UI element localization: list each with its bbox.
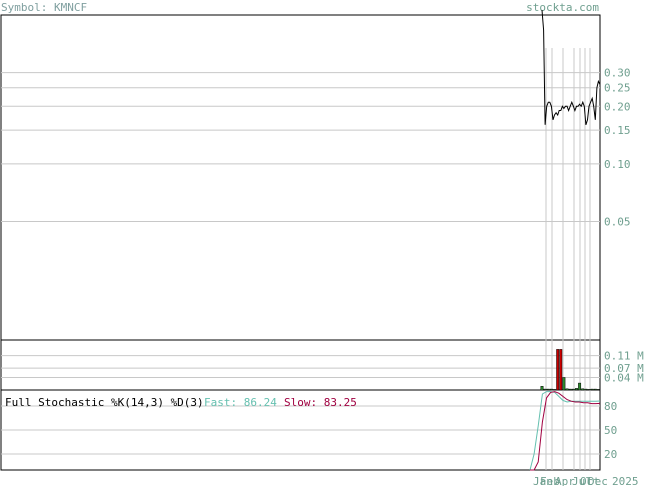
stochastic-slow-line (530, 391, 601, 471)
volume-y-ticks: 0.11 M0.07 M0.04 M (604, 350, 644, 385)
x-axis-label: 2025 (612, 475, 639, 486)
volume-bar (575, 388, 578, 391)
x-axis-label: Jul (572, 475, 592, 486)
volume-bar (568, 388, 572, 391)
stochastic-tick-label: 50 (604, 424, 617, 437)
volume-bar (571, 388, 575, 391)
x-axis-label: Jan (533, 475, 553, 486)
x-axis-label: Oct (580, 475, 600, 486)
price-series (541, 9, 601, 125)
volume-grid (1, 355, 600, 378)
volume-tick-label: 0.11 M (604, 350, 644, 363)
stochastic-fast-line (529, 391, 601, 471)
price-y-ticks: 0.30 0.25 0.20 0.15 0.10 0.05 (604, 67, 631, 229)
vertical-grid (545, 48, 591, 470)
price-tick-label: 0.15 (604, 124, 631, 137)
stochastic-fast-label: Fast: 86.24 (204, 396, 277, 409)
price-line (541, 9, 601, 125)
stochastic-lines (529, 391, 601, 471)
volume-panel (0, 339, 601, 391)
price-tick-label: 0.10 (604, 158, 631, 171)
volume-bar (562, 377, 566, 391)
stochastic-slow-label: Slow: 83.25 (284, 396, 357, 409)
volume-bar (584, 388, 588, 391)
volume-bar (546, 388, 550, 391)
price-grid (1, 72, 600, 222)
volume-bar (593, 388, 597, 391)
x-axis-label: Apr (555, 475, 575, 486)
volume-tick-label: 0.07 M (604, 362, 644, 375)
volume-bar (556, 349, 560, 391)
volume-bar (543, 388, 547, 391)
stochastic-grid (1, 405, 600, 455)
price-tick-label: 0.25 (604, 82, 631, 95)
price-tick-label: 0.05 (604, 215, 631, 228)
price-panel (0, 14, 601, 341)
site-label: stockta.com (526, 1, 599, 14)
volume-bar (553, 389, 556, 391)
stochastic-title: Full Stochastic %K(14,3) %D(3) (5, 396, 204, 409)
symbol-label: Symbol: KMNCF (1, 1, 87, 14)
stochastic-tick-label: 80 (604, 400, 617, 413)
volume-bar (549, 388, 553, 391)
x-axis-label: Dec (588, 475, 608, 486)
volume-bars (540, 349, 600, 391)
volume-bar (578, 382, 582, 391)
stochastic-tick-label: 20 (604, 448, 617, 461)
volume-bar (590, 388, 594, 391)
volume-bar (540, 386, 544, 391)
x-axis-label: Feb (540, 475, 560, 486)
volume-bar (565, 388, 569, 391)
volume-bar (596, 389, 600, 391)
price-tick-label: 0.30 (604, 67, 631, 80)
volume-bar (559, 349, 563, 391)
price-tick-label: 0.20 (604, 100, 631, 113)
volume-bar (587, 389, 591, 391)
volume-tick-label: 0.04 M (604, 372, 644, 385)
stochastic-y-ticks: 80 50 20 (604, 400, 617, 461)
volume-bar (581, 388, 585, 391)
